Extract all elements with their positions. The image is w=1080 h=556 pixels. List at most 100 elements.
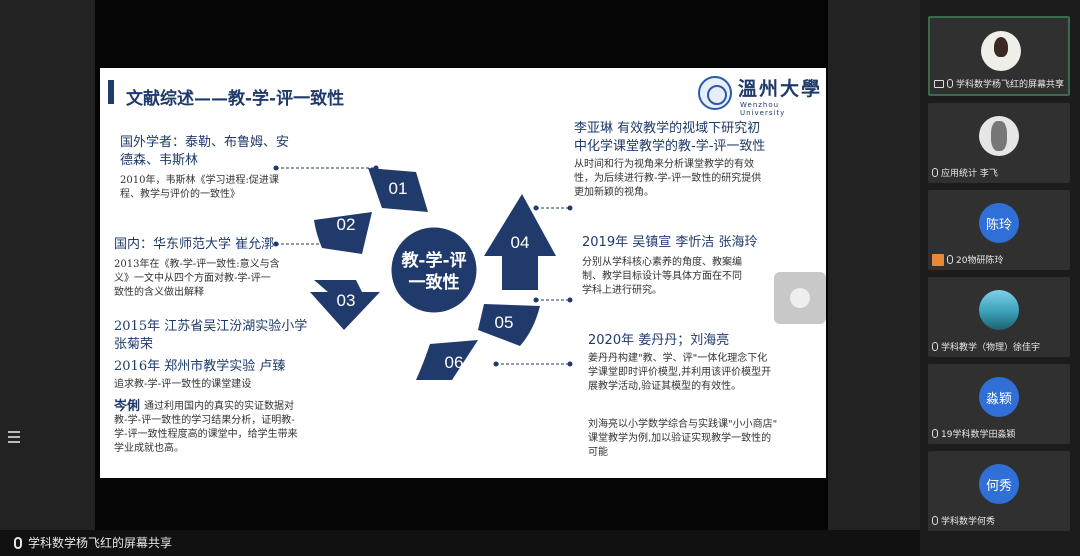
jiang-body-line2: 学课堂即时评价模型,并利用该评价模型开 xyxy=(588,367,772,378)
jiang-body-line3: 展教学活动,验证其模型的有效性。 xyxy=(588,381,742,392)
li-body-line1: 从时间和行为视角来分析课堂教学的有效 xyxy=(574,159,754,170)
segment-05 xyxy=(478,304,540,346)
share-margin-right xyxy=(828,0,920,530)
avatar: 陈玲 xyxy=(979,203,1019,243)
zhengzhou-head: 2016年 郑州市教学实验 卢臻 xyxy=(114,359,286,374)
segment-06 xyxy=(416,340,478,380)
foreign-scholars-line2: 德森、韦斯林 xyxy=(120,153,199,168)
segment-label-01: 01 xyxy=(389,179,408,198)
participant-tile[interactable]: 淼颖 19学科数学田淼颖 xyxy=(928,364,1070,444)
participant-name: 学科数学杨飞红的屏幕共享 xyxy=(956,80,1065,90)
logo-text: 溫州大學 xyxy=(738,78,823,100)
presentation-slide: 文献综述——教-学-评一致性 溫州大學 Wenzhou University xyxy=(100,68,826,478)
microphone-icon xyxy=(947,255,953,264)
avatar xyxy=(981,31,1021,71)
li-body-line3: 更加新颖的视角。 xyxy=(574,187,654,198)
participant-panel: 学科数学杨飞红的屏幕共享 应用统计 李飞 陈玲 20物研陈玲 学科教学（物理）徐… xyxy=(920,0,1080,556)
participant-tile[interactable]: 学科数学杨飞红的屏幕共享 xyxy=(928,16,1070,96)
center-label-line1: 教-学-评 xyxy=(400,250,466,271)
participant-tile[interactable]: 学科教学（物理）徐佳宇 xyxy=(928,277,1070,357)
domestic-body-line1: 2013年在《教-学-评一致性:意义与含 xyxy=(114,259,280,270)
wu-body-line1: 分别从学科核心素养的角度、教案编 xyxy=(582,257,742,268)
connector-lines xyxy=(276,167,570,365)
microphone-icon xyxy=(932,168,938,177)
liu-body-line3: 可能 xyxy=(588,447,608,458)
participant-name-row: 20物研陈玲 xyxy=(932,253,1003,266)
liu-body-line2: 课堂教学为例,加以验证实现教学一致性的 xyxy=(588,433,772,444)
microphone-icon xyxy=(932,342,938,351)
jiang-body-line1: 姜丹丹构建"教、学、评"一体化理念下化 xyxy=(588,353,768,364)
segment-01 xyxy=(368,168,428,212)
participant-name-row: 学科数学何秀 xyxy=(932,514,995,527)
university-logo: 溫州大學 Wenzhou University xyxy=(698,74,823,117)
participant-name: 应用统计 李飞 xyxy=(941,169,998,179)
avatar xyxy=(979,290,1019,330)
user-icon xyxy=(932,253,944,266)
participant-name-row: 19学科数学田淼颖 xyxy=(932,427,1015,440)
logo-subtext: Wenzhou University xyxy=(740,101,786,117)
cen-line4: 学业成就也高。 xyxy=(114,443,184,454)
participant-tile[interactable]: 何秀 学科数学何秀 xyxy=(928,451,1070,531)
foreign-scholars-line1: 国外学者：泰勒、布鲁姆、安 xyxy=(120,135,290,150)
wu-body-line3: 学科上进行研究。 xyxy=(582,285,662,296)
center-circle xyxy=(388,224,480,316)
cen-line3: 学-评一致性程度高的课堂中，给学生带来 xyxy=(114,429,298,440)
title-marker xyxy=(108,80,114,104)
share-status: 学科数学杨飞红的屏幕共享 xyxy=(14,534,172,551)
school-line1: 2015年 江苏省吴江汾湖实验小学 xyxy=(114,319,308,334)
li-body-line2: 性，为后续进行教-学-评一致性的研究提供 xyxy=(574,173,762,184)
microphone-icon xyxy=(932,516,938,525)
liu-body-line1: 刘海亮以小学数学综合与实践课"小小商店" xyxy=(588,419,778,430)
segment-label-03: 03 xyxy=(337,291,356,310)
zhengzhou-body: 追求教-学-评一致性的课堂建设 xyxy=(114,379,252,390)
segment-label-04: 04 xyxy=(511,233,530,252)
segment-label-06: 06 xyxy=(445,353,464,372)
domestic-body-line3: 致性的含义做出解释 xyxy=(114,287,204,298)
segment-03 xyxy=(310,280,380,330)
share-margin-left xyxy=(0,0,95,530)
microphone-icon xyxy=(932,429,938,438)
school-line2: 张菊荣 xyxy=(114,337,154,352)
menu-icon[interactable] xyxy=(8,431,20,443)
segment-02 xyxy=(314,212,372,254)
center-label-line2: 一致性 xyxy=(409,272,460,293)
logo-emblem-icon xyxy=(698,76,732,110)
avatar: 淼颖 xyxy=(979,377,1019,417)
foreign-body-line2: 程、教学与评价的一致性》 xyxy=(120,189,240,200)
cen-name: 岑俐 xyxy=(114,399,141,414)
jiang-head: 2020年 姜丹丹；刘海亮 xyxy=(588,333,730,348)
participant-name-row: 学科数学杨飞红的屏幕共享 xyxy=(934,77,1064,90)
bottom-bar xyxy=(0,530,920,556)
participant-tile[interactable]: 陈玲 20物研陈玲 xyxy=(928,190,1070,270)
participant-name: 学科数学何秀 xyxy=(941,517,996,527)
microphone-icon xyxy=(14,536,22,549)
li-head-line1: 李亚琳 有效教学的视域下研究初 xyxy=(574,121,761,136)
participant-name-row: 学科教学（物理）徐佳宇 xyxy=(932,340,1040,353)
cen-line2: 教-学-评一致性的学习结果分析，证明教- xyxy=(114,415,295,426)
microphone-icon xyxy=(947,79,953,88)
participant-name-row: 应用统计 李飞 xyxy=(932,166,998,179)
slide-title: 文献综述——教-学-评一致性 xyxy=(126,89,345,109)
cen-line1: 通过利用国内的真实的实证数据对 xyxy=(144,401,294,412)
domestic-body-line2: 义》一文中从四个方面对教-学-评一 xyxy=(114,273,271,284)
participant-name: 20物研陈玲 xyxy=(956,256,1004,266)
foreign-body-line1: 2010年，韦斯林《学习进程:促进课 xyxy=(120,175,279,186)
avatar xyxy=(979,116,1019,156)
avatar: 何秀 xyxy=(979,464,1019,504)
segment-label-05: 05 xyxy=(495,313,514,332)
wu-head: 2019年 吴镇宣 李忻洁 张海玲 xyxy=(582,235,758,250)
li-head-line2: 中化学课堂教学的教-学-评一致性 xyxy=(574,139,766,154)
participant-tile[interactable]: 应用统计 李飞 xyxy=(928,103,1070,183)
floating-assist-button[interactable] xyxy=(774,272,826,324)
segment-label-02: 02 xyxy=(337,215,356,234)
screen-share-area: 文献综述——教-学-评一致性 溫州大學 Wenzhou University xyxy=(0,0,920,530)
wu-body-line2: 制、教学目标设计等具体方面在不同 xyxy=(582,271,742,282)
share-status-label: 学科数学杨飞红的屏幕共享 xyxy=(28,536,173,550)
participant-name: 学科教学（物理）徐佳宇 xyxy=(941,343,1041,353)
domestic-head: 国内：华东师范大学 崔允漷 xyxy=(114,237,275,252)
screen-share-icon xyxy=(934,79,944,88)
participant-name: 19学科数学田淼颖 xyxy=(941,430,1016,440)
connector-dots xyxy=(273,165,573,367)
segment-04 xyxy=(484,194,556,290)
